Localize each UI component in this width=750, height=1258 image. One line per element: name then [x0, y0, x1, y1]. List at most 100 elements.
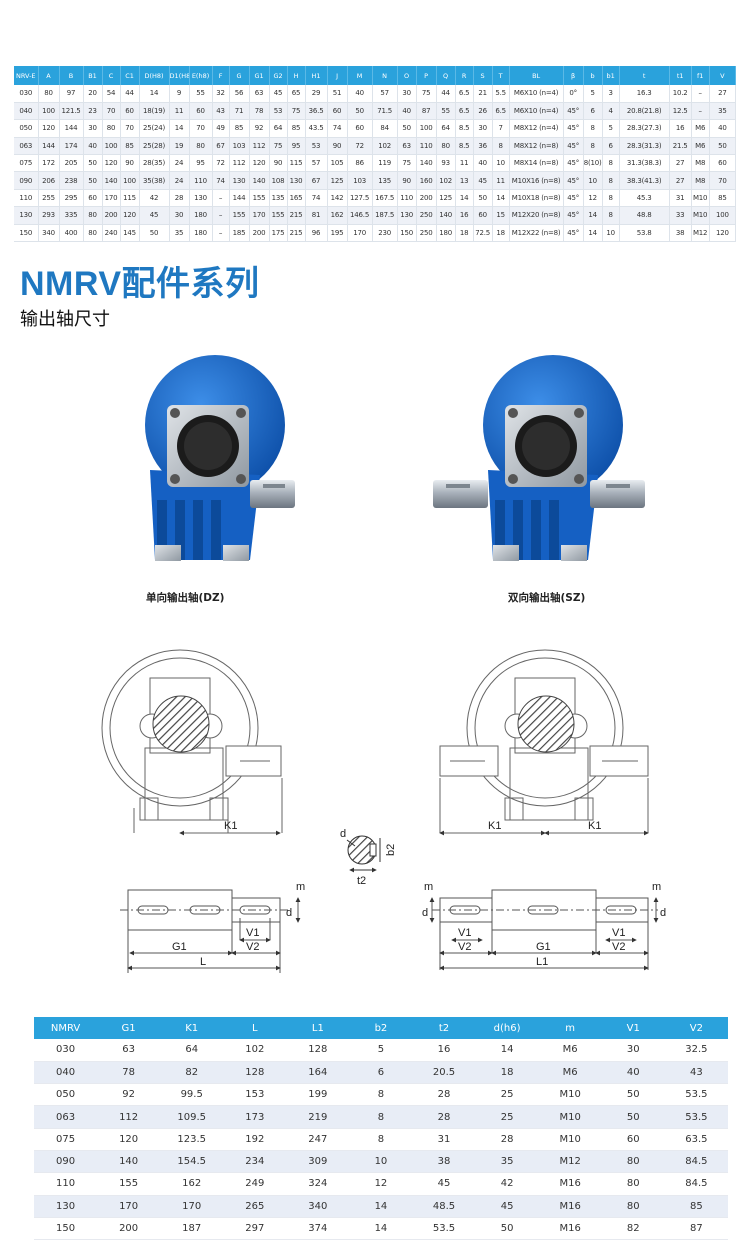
output-shaft-table-cell: 6	[349, 1061, 413, 1085]
dimension-table-cell: 16	[455, 206, 474, 225]
dimension-table-cell: 8	[583, 119, 603, 138]
dimension-table-cell: 40	[347, 85, 373, 103]
dimension-table-cell: 063	[14, 137, 39, 156]
dimension-table-cell: 4	[602, 102, 620, 121]
dimension-table-header-cell: B	[59, 66, 84, 85]
output-shaft-table-cell: M10	[538, 1128, 602, 1151]
output-shaft-table-cell: 155	[97, 1172, 161, 1196]
dimension-table-cell: 11	[492, 171, 510, 190]
dimension-table-cell: 140	[102, 171, 121, 190]
output-shaft-table-cell: M16	[538, 1195, 602, 1218]
dimension-table-cell: 150	[397, 224, 417, 243]
dimension-table-cell: 11	[455, 154, 474, 173]
output-shaft-table-cell: M6	[538, 1039, 602, 1062]
dim-d-right-b: d	[660, 907, 666, 919]
output-shaft-table-cell: 31	[412, 1128, 476, 1151]
dimension-table-cell: 57	[305, 154, 328, 173]
output-shaft-table-cell: 87	[664, 1217, 728, 1241]
dimension-table-cell: –	[212, 206, 230, 225]
output-shaft-table-cell: 247	[286, 1128, 350, 1151]
dimension-table-cell: 135	[372, 171, 398, 190]
output-shaft-table-cell: 170	[160, 1195, 224, 1218]
dimension-table-cell: 110	[416, 137, 437, 156]
double-shaft-gearbox-photo	[433, 355, 645, 561]
output-shaft-table-cell: 28	[412, 1083, 476, 1107]
output-shaft-table-cell: 199	[286, 1083, 350, 1107]
dimension-table-cell: 45°	[563, 171, 584, 190]
dimension-table-header-cell: G2	[269, 66, 288, 85]
output-shaft-table-cell: 170	[97, 1195, 161, 1218]
dimension-table-cell: 25(28)	[139, 137, 170, 156]
dimension-table-cell: 5	[602, 119, 620, 138]
dimension-table-cell: 205	[59, 154, 84, 173]
output-shaft-table-cell: 075	[34, 1128, 98, 1151]
dimension-table-cell: 60	[347, 119, 373, 138]
dimension-table-cell: 60	[473, 206, 493, 225]
dimension-table-cell: M8X12 (n=4)	[509, 119, 564, 138]
output-shaft-table-cell: 164	[286, 1061, 350, 1085]
output-shaft-table-cell: 80	[601, 1195, 665, 1218]
dimension-table-cell: 84	[372, 119, 398, 138]
dimension-table-cell: 6.5	[455, 102, 474, 121]
output-shaft-table-cell: 040	[34, 1061, 98, 1085]
dimension-table-cell: 53	[269, 102, 288, 121]
dimension-table-cell: 92	[249, 119, 270, 138]
dimension-table-cell: M10	[691, 206, 710, 225]
dimension-table-cell: 172	[38, 154, 60, 173]
dimension-table-cell: 85	[229, 119, 250, 138]
dimension-table-header-cell: T	[492, 66, 510, 85]
output-shaft-table-cell: 40	[601, 1061, 665, 1085]
dimension-table-cell: 103	[347, 171, 373, 190]
dim-g1-right: G1	[536, 941, 551, 953]
dimension-table-cell: 15	[492, 206, 510, 225]
dimension-table-cell: 120	[120, 206, 140, 225]
dimension-table-cell: 60	[120, 102, 140, 121]
single-shaft-length-drawing	[120, 889, 301, 973]
output-shaft-table-cell: 8	[349, 1083, 413, 1107]
dimension-table-cell: 26	[473, 102, 493, 121]
dimension-table-cell: 90	[269, 154, 288, 173]
dimension-table-cell: 5	[583, 85, 603, 103]
dimension-table-cell: 13	[455, 171, 474, 190]
dimension-table-header: NRV-EABB1CC1D(H8)D1(H8)E(h8)FGG1G2HH1JMN…	[14, 66, 737, 85]
dimension-table-cell: 050	[14, 119, 39, 138]
dimension-table-cell: 45°	[563, 137, 584, 156]
dim-g1-left: G1	[172, 941, 187, 953]
output-shaft-table-cell: 25	[475, 1105, 539, 1129]
dimension-table-cell: 146.5	[347, 206, 373, 225]
dimension-table-cell: 7	[492, 119, 510, 138]
dim-k1-left: K1	[224, 820, 237, 832]
dimension-table-header-cell: β	[563, 66, 584, 85]
dimension-table-cell: 43.5	[305, 119, 328, 138]
dimension-table-cell: 50	[709, 137, 737, 156]
output-shaft-table-cell: 80	[601, 1172, 665, 1196]
dimension-table-cell: 30	[473, 119, 493, 138]
dimension-table-cell: 45°	[563, 119, 584, 138]
dimension-table-cell: 93	[436, 154, 456, 173]
dimension-table-header-cell: F	[212, 66, 230, 85]
output-shaft-table-cell: 92	[97, 1083, 161, 1107]
dimension-table-cell: 18(19)	[139, 102, 170, 121]
output-shaft-table-cell: 50	[475, 1217, 539, 1241]
dimension-table-cell: 38.3(41.3)	[619, 171, 670, 190]
dimension-table-cell: 8(10)	[583, 154, 603, 173]
dim-t2: t2	[357, 875, 366, 887]
dimension-table-cell: 75	[287, 102, 306, 121]
dimension-table-cell: 30	[169, 206, 190, 225]
dim-v1-right-a: V1	[458, 927, 471, 939]
dimension-table-header-cell: BL	[509, 66, 564, 85]
output-shaft-table-cell: 192	[223, 1128, 287, 1151]
output-shaft-table-header-cell: NMRV	[34, 1017, 98, 1039]
dimension-table-header-cell: S	[473, 66, 493, 85]
dimension-table-header-cell: f1	[691, 66, 710, 85]
output-shaft-table-cell: 64	[160, 1039, 224, 1062]
dimension-table-cell: 75	[416, 85, 437, 103]
output-shaft-table-cell: 82	[160, 1061, 224, 1085]
shaft-dimension-drawings: K1 K1 K1 d b2 t2 m d V1 G1 V2 L m d m d …	[101, 649, 666, 973]
dimension-table-cell: 3	[602, 85, 620, 103]
dimension-table-header-cell: H	[287, 66, 306, 85]
